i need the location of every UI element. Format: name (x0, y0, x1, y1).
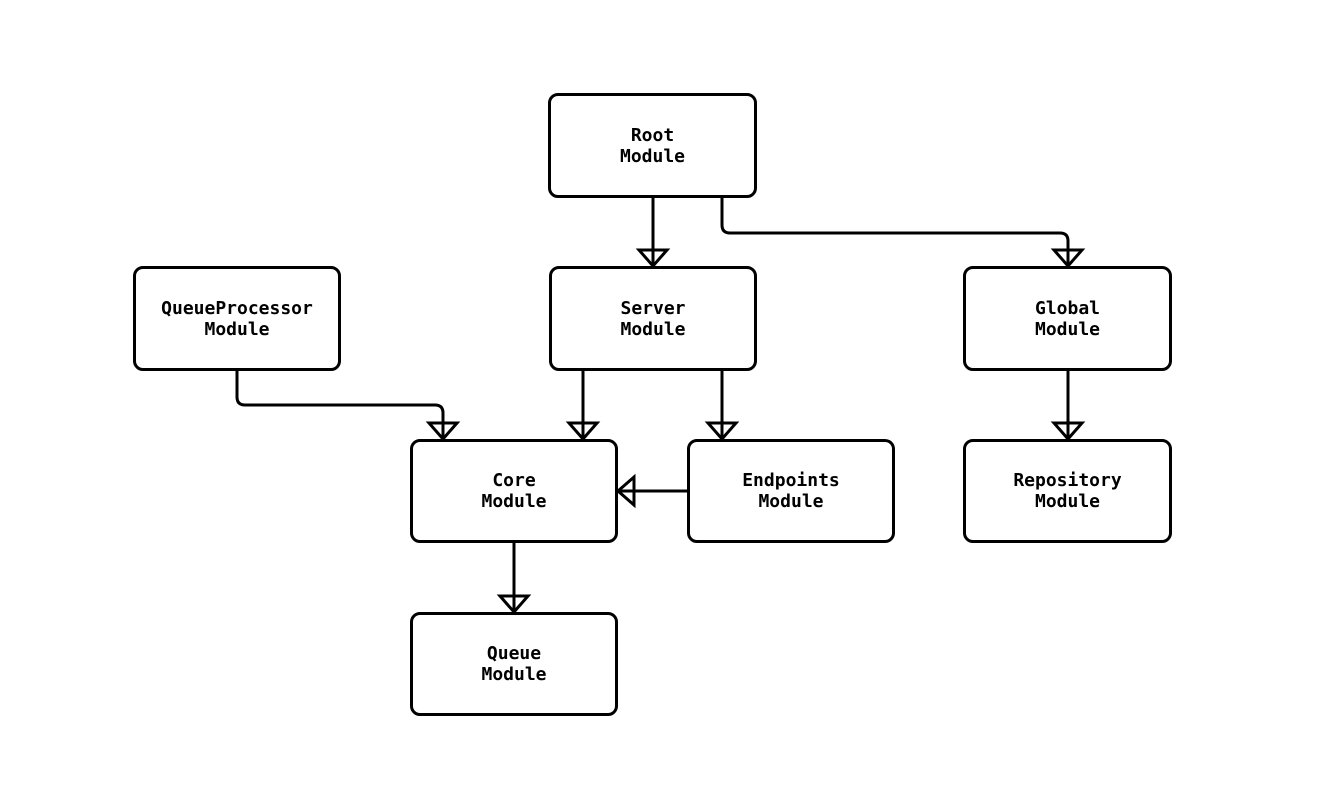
node-root-module-label: Root Module (619, 124, 686, 167)
node-server-module-label: Server Module (620, 297, 686, 340)
node-root-module: Root Module (548, 93, 757, 198)
edge-queueprocessor-to-core (235, 371, 461, 442)
node-global-module: Global Module (963, 266, 1172, 371)
node-queue-module: Queue Module (410, 612, 618, 716)
node-repository-module: Repository Module (963, 439, 1172, 543)
node-endpoints-module: Endpoints Module (687, 439, 895, 543)
node-core-module: Core Module (410, 439, 618, 543)
node-repository-module-label: Repository Module (1013, 470, 1122, 512)
node-server-module: Server Module (549, 266, 757, 371)
node-global-module-label: Global Module (1034, 297, 1101, 340)
node-queueprocessor-module-label: QueueProcessor Module (161, 297, 313, 340)
node-queueprocessor-module: QueueProcessor Module (133, 266, 341, 371)
node-core-module-label: Core Module (481, 470, 547, 512)
edge-root-to-global (720, 198, 1086, 269)
node-queue-module-label: Queue Module (481, 643, 547, 685)
node-endpoints-module-label: Endpoints Module (742, 470, 840, 512)
